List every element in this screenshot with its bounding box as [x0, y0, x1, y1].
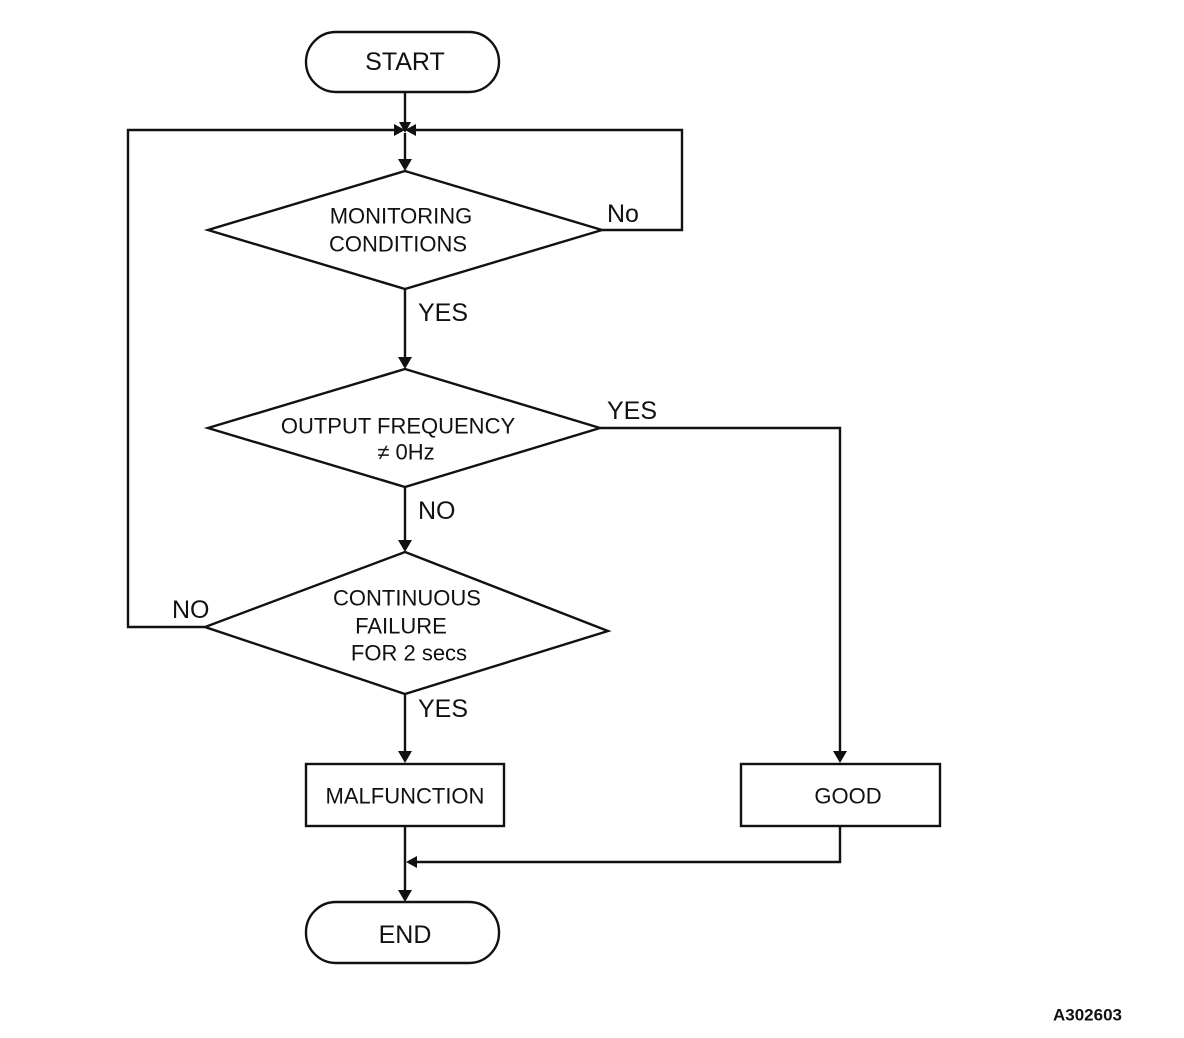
- end-label: END: [379, 921, 432, 949]
- good-box: GOOD: [739, 762, 942, 828]
- arrowhead-good-join: [406, 856, 417, 868]
- connector-output-frequency-yes: [600, 426, 842, 752]
- connector-continuous-no-loop: [126, 128, 394, 629]
- good-label: GOOD: [814, 784, 881, 809]
- monitoring-label-line1: MONITORING: [330, 204, 473, 229]
- output-frequency-label-line1: OUTPUT FREQUENCY: [281, 414, 516, 439]
- arrowhead-merge-down: [399, 122, 411, 133]
- arrowhead-continuous-in: [398, 540, 412, 552]
- figure-id: A302603: [1053, 1006, 1122, 1025]
- arrowhead-end-in: [398, 890, 412, 902]
- monitoring-label-line2: CONDITIONS: [329, 232, 467, 257]
- arrowhead-monitoring-in: [398, 159, 412, 171]
- monitoring-no-label: No: [607, 200, 639, 228]
- arrowhead-continuous-no-loop: [394, 124, 405, 136]
- malfunction-box: MALFUNCTION: [304, 762, 506, 828]
- malfunction-label: MALFUNCTION: [326, 784, 485, 809]
- output-frequency-yes-label: YES: [607, 397, 657, 425]
- start-label: START: [365, 48, 445, 76]
- output-frequency-no-label: NO: [418, 497, 456, 525]
- continuous-failure-label-line1: CONTINUOUS: [333, 586, 481, 611]
- monitoring-conditions-decision: MONITORING CONDITIONS: [203, 169, 607, 291]
- output-frequency-label-line2: ≠ 0Hz: [377, 440, 434, 465]
- connector-monitoring-no-loop: [416, 128, 684, 232]
- arrowhead-no-loop: [405, 124, 416, 136]
- continuous-failure-yes-label: YES: [418, 695, 468, 723]
- output-frequency-decision: OUTPUT FREQUENCY ≠ 0Hz: [203, 367, 605, 489]
- arrowhead-malfunction-in: [398, 751, 412, 763]
- continuous-failure-decision: CONTINUOUS FAILURE FOR 2 secs: [201, 550, 612, 696]
- start-terminal: START: [304, 30, 501, 94]
- arrowhead-output-frequency-in: [398, 357, 412, 369]
- continuous-failure-label-line3: FOR 2 secs: [351, 641, 467, 666]
- continuous-failure-no-label: NO: [172, 596, 210, 624]
- connector-good-to-end: [417, 826, 842, 864]
- end-terminal: END: [304, 900, 501, 965]
- continuous-failure-label-line2: FAILURE: [355, 614, 447, 639]
- monitoring-yes-label: YES: [418, 299, 468, 327]
- arrowhead-good-in: [833, 751, 847, 763]
